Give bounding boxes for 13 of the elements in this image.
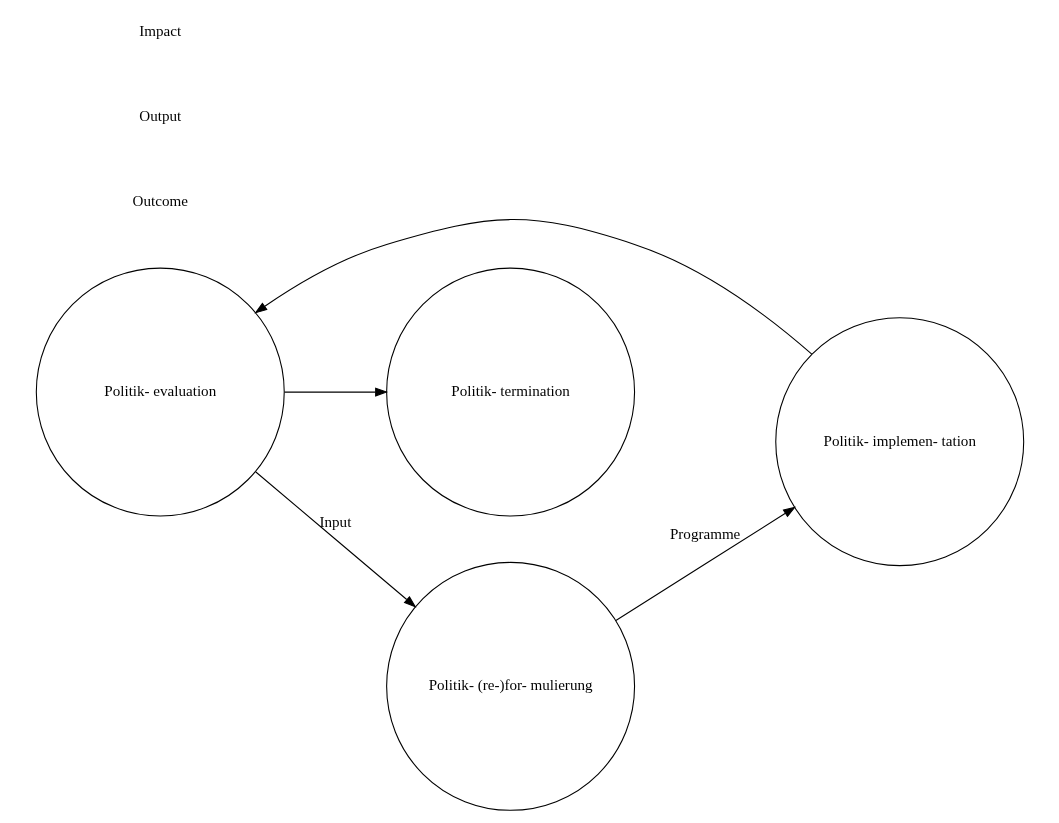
node-circle: Politik- implemen- tation: [774, 317, 1024, 567]
arrow: [614, 506, 796, 621]
node-circle: Politik- termination: [385, 267, 635, 517]
node-circle: Politik- (re-)for- mulierung: [385, 561, 635, 811]
label: Impact: [138, 23, 181, 40]
arrow: [254, 471, 416, 608]
node-circle: Politik- evaluation: [35, 267, 285, 517]
label: Output: [138, 108, 181, 125]
edge-label: Programme: [669, 525, 740, 542]
edge-label: Input: [319, 514, 351, 531]
arrow: [253, 219, 812, 355]
label: Outcome: [132, 193, 188, 210]
arrow: [283, 387, 388, 397]
